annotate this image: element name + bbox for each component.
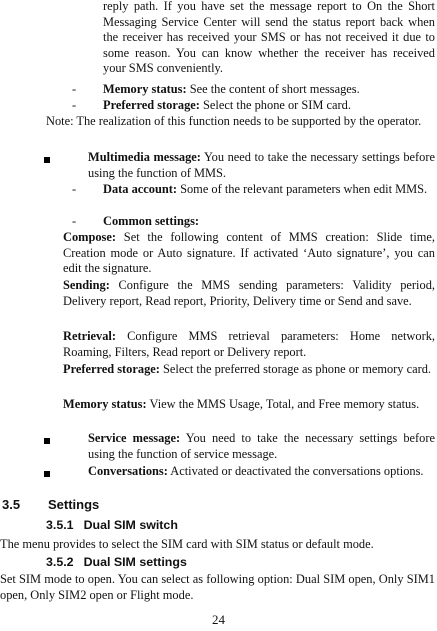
service-message-text: You need to take the necessary settings … (88, 431, 435, 461)
dual-sim-settings-body: Set SIM mode to open. You can select as … (0, 572, 435, 602)
conversations-label: Conversations: (88, 464, 168, 478)
dual-sim-switch-body: The menu provides to select the SIM card… (0, 537, 374, 551)
subsection-title: Dual SIM switch (83, 518, 178, 532)
section-3-5-1-heading: 3.5.1 Dual SIM switch (46, 518, 178, 534)
section-number: 3.5 (2, 497, 21, 512)
memory-status-mms-text: View the MMS Usage, Total, and Free memo… (146, 397, 420, 411)
preferred-storage-label: Preferred storage: (103, 98, 200, 112)
page-number: 24 (212, 612, 225, 627)
memory-status-item: Memory status: See the content of short … (103, 82, 435, 98)
compose-label: Compose: (63, 230, 116, 244)
service-message-item: Service message: You need to take the ne… (88, 431, 435, 462)
mms-text: You need to take the necessary settings … (88, 150, 436, 180)
subsection-number: 3.5.1 (46, 518, 74, 532)
common-settings-item: Common settings: (103, 214, 435, 230)
data-account-label: Data account: (103, 182, 177, 196)
mms-label: Multimedia message: (88, 150, 201, 164)
memory-status-mms-label: Memory status: (63, 397, 147, 411)
data-account-item: Data account: Some of the relevant param… (103, 182, 435, 198)
preferred-storage-mms-paragraph: Preferred storage: Select the preferred … (63, 362, 435, 378)
note-paragraph: Note: The realization of this function n… (46, 114, 422, 128)
section-3-5-2-heading: 3.5.2 Dual SIM settings (46, 555, 187, 571)
section-title: Settings (48, 497, 100, 512)
preferred-storage-item: Preferred storage: Select the phone or S… (103, 98, 435, 114)
memory-status-mms-paragraph: Memory status: View the MMS Usage, Total… (63, 397, 435, 413)
square-bullet-icon (44, 471, 50, 477)
retrieval-text: Configure MMS retrieval parameters: Home… (63, 329, 435, 359)
compose-text: Set the following content of MMS creatio… (63, 230, 435, 276)
data-account-bullet: - (72, 182, 77, 196)
common-settings-bullet: - (72, 214, 77, 228)
sending-label: Sending: (63, 278, 110, 292)
intro-continued-paragraph: reply path. If you have set the message … (103, 0, 435, 76)
service-message-label: Service message: (88, 431, 181, 445)
section-3-5-heading: 3.5 Settings (2, 497, 99, 513)
square-bullet-icon (44, 438, 50, 444)
preferred-storage-mms-text: Select the preferred storage as phone or… (159, 362, 432, 376)
sending-text: Configure the MMS sending parameters: Va… (63, 278, 435, 308)
preferred-storage-text: Select the phone or SIM card. (199, 98, 351, 112)
memory-status-text: See the content of short messages. (186, 82, 360, 96)
compose-paragraph: Compose: Set the following content of MM… (63, 230, 435, 277)
subsection-title: Dual SIM settings (83, 555, 187, 569)
conversations-item: Conversations: Activated or deactivated … (88, 464, 435, 480)
data-account-text: Some of the relevant parameters when edi… (177, 182, 428, 196)
preferred-storage-mms-label: Preferred storage: (63, 362, 160, 376)
retrieval-label: Retrieval: (63, 329, 116, 343)
mms-item: Multimedia message: You need to take the… (88, 150, 435, 181)
sending-paragraph: Sending: Configure the MMS sending param… (63, 278, 435, 309)
common-settings-label: Common settings: (103, 214, 200, 228)
square-bullet-icon (44, 157, 50, 163)
preferred-storage-bullet: - (72, 98, 77, 112)
retrieval-paragraph: Retrieval: Configure MMS retrieval param… (63, 329, 435, 360)
memory-status-label: Memory status: (103, 82, 187, 96)
memory-status-bullet: - (72, 82, 77, 96)
subsection-number: 3.5.2 (46, 555, 74, 569)
conversations-text: Activated or deactivated the conversatio… (167, 464, 424, 478)
